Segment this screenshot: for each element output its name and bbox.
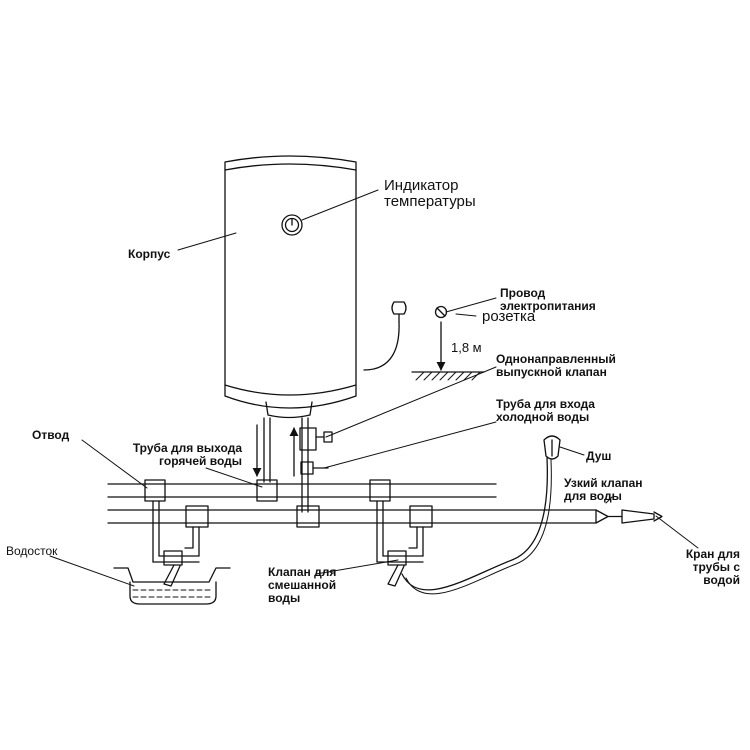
label-check-valve: Однонаправленный выпускной клапан	[496, 352, 616, 379]
shower-hose	[401, 457, 549, 591]
leader-lines	[49, 189, 699, 587]
label-drain: Водосток	[6, 544, 58, 558]
horizontal-pipes	[107, 483, 597, 524]
label-narrow-valve: Узкий клапан для воды	[564, 476, 643, 503]
label-branch: Отвод	[32, 428, 70, 442]
right-mixer-assembly	[376, 500, 424, 587]
shower-hose-inner	[405, 459, 552, 595]
supply-tap-icon	[621, 509, 663, 524]
cold-water-inlet-pipe	[301, 417, 309, 513]
temperature-indicator-icon	[281, 214, 303, 236]
power-cable	[363, 321, 400, 371]
socket-icon	[434, 305, 448, 319]
label-cold-inlet: Труба для входа холодной воды	[496, 397, 595, 424]
label-shower: Душ	[586, 449, 612, 463]
check-valve-icon	[299, 427, 333, 451]
narrow-valve-icon	[595, 509, 623, 524]
drain-basin	[113, 567, 231, 605]
pipe-tees	[144, 479, 433, 528]
label-hot-outlet: Труба для выхода горячей воды	[132, 441, 242, 468]
label-mix-valve: Клапан для смешанной воды	[268, 565, 337, 605]
left-mixer-assembly	[152, 500, 200, 587]
label-supply-tap: Кран для трубы с водой	[685, 547, 740, 587]
label-height: 1,8 м	[451, 340, 482, 355]
label-power-cable: Провод электропитания	[500, 286, 596, 313]
hot-water-outlet-pipe	[263, 417, 271, 483]
water-heater-tank	[224, 155, 357, 419]
label-body: Корпус	[128, 247, 171, 261]
shower-head-icon	[543, 435, 561, 460]
floor-hatch	[415, 371, 481, 381]
power-plug-icon	[391, 301, 407, 323]
label-socket: розетка	[482, 308, 536, 325]
label-temperature-indicator: Индикатор температуры	[384, 177, 476, 210]
